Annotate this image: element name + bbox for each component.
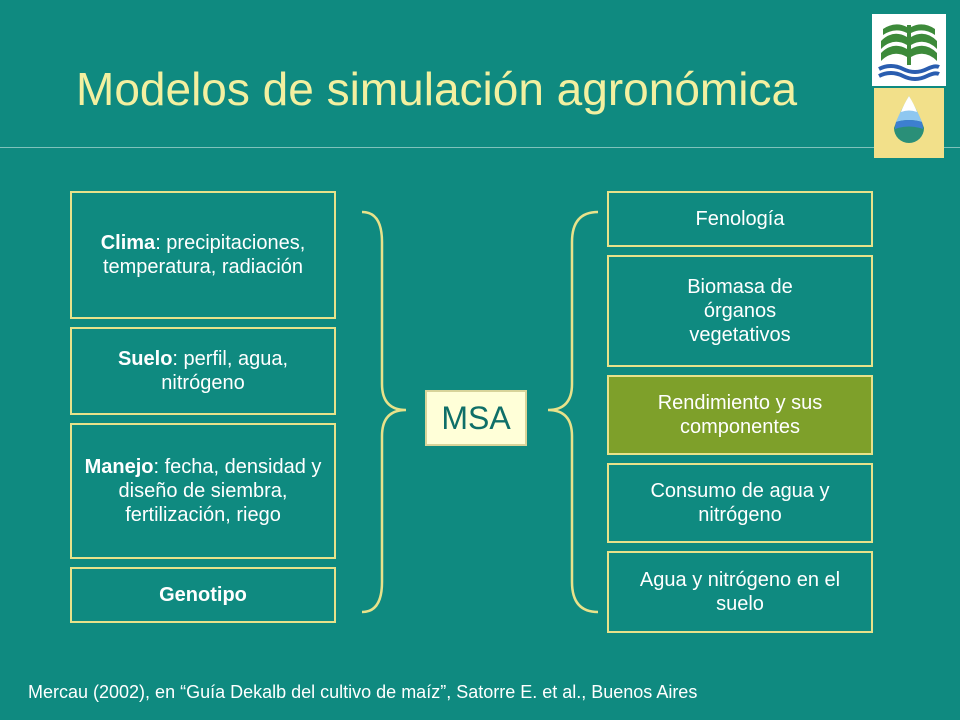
output-rendimiento-label: Rendimiento y sus componentes: [657, 392, 823, 438]
input-manejo-text: : fecha, densidad y diseño de siembra, f…: [118, 456, 322, 526]
input-manejo-bold: Manejo: [84, 456, 154, 478]
input-suelo-text: : perfil, agua, nitrógeno: [161, 348, 289, 394]
title-divider: [0, 147, 960, 148]
output-agua-suelo-label: Agua y nitrógeno en el suelo: [639, 569, 841, 615]
input-clima-bold: Clima: [100, 232, 156, 254]
left-brace: [361, 210, 407, 614]
input-suelo-bold: Suelo: [117, 348, 173, 370]
output-consumo-label: Consumo de agua y nitrógeno: [650, 480, 830, 526]
input-box-genotipo: Genotipo: [70, 567, 336, 623]
output-box-biomasa: Biomasa de órganos vegetativos: [607, 255, 873, 367]
input-genotipo-bold: Genotipo: [159, 584, 247, 606]
citation-text: Mercau (2002), en “Guía Dekalb del culti…: [28, 682, 698, 702]
msa-box: MSA: [425, 390, 527, 446]
output-fenologia-label: Fenología: [695, 208, 785, 230]
input-box-clima: Clima: precipitaciones, temperatura, rad…: [70, 191, 336, 319]
page-title: Modelos de simulación agronómica: [76, 63, 798, 115]
input-box-manejo: Manejo: fecha, densidad y diseño de siem…: [70, 423, 336, 559]
output-box-fenologia: Fenología: [607, 191, 873, 247]
book-leaf-logo-icon: [872, 14, 946, 86]
input-box-suelo: Suelo: perfil, agua, nitrógeno: [70, 327, 336, 415]
output-box-consumo: Consumo de agua y nitrógeno: [607, 463, 873, 543]
input-clima-text: : precipitaciones, temperatura, radiació…: [102, 232, 306, 278]
right-brace: [547, 210, 599, 614]
output-box-rendimiento: Rendimiento y sus componentes: [607, 375, 873, 455]
output-biomasa-label: Biomasa de órganos vegetativos: [687, 276, 793, 346]
output-box-agua-suelo: Agua y nitrógeno en el suelo: [607, 551, 873, 633]
water-drop-logo-icon: [874, 88, 944, 158]
